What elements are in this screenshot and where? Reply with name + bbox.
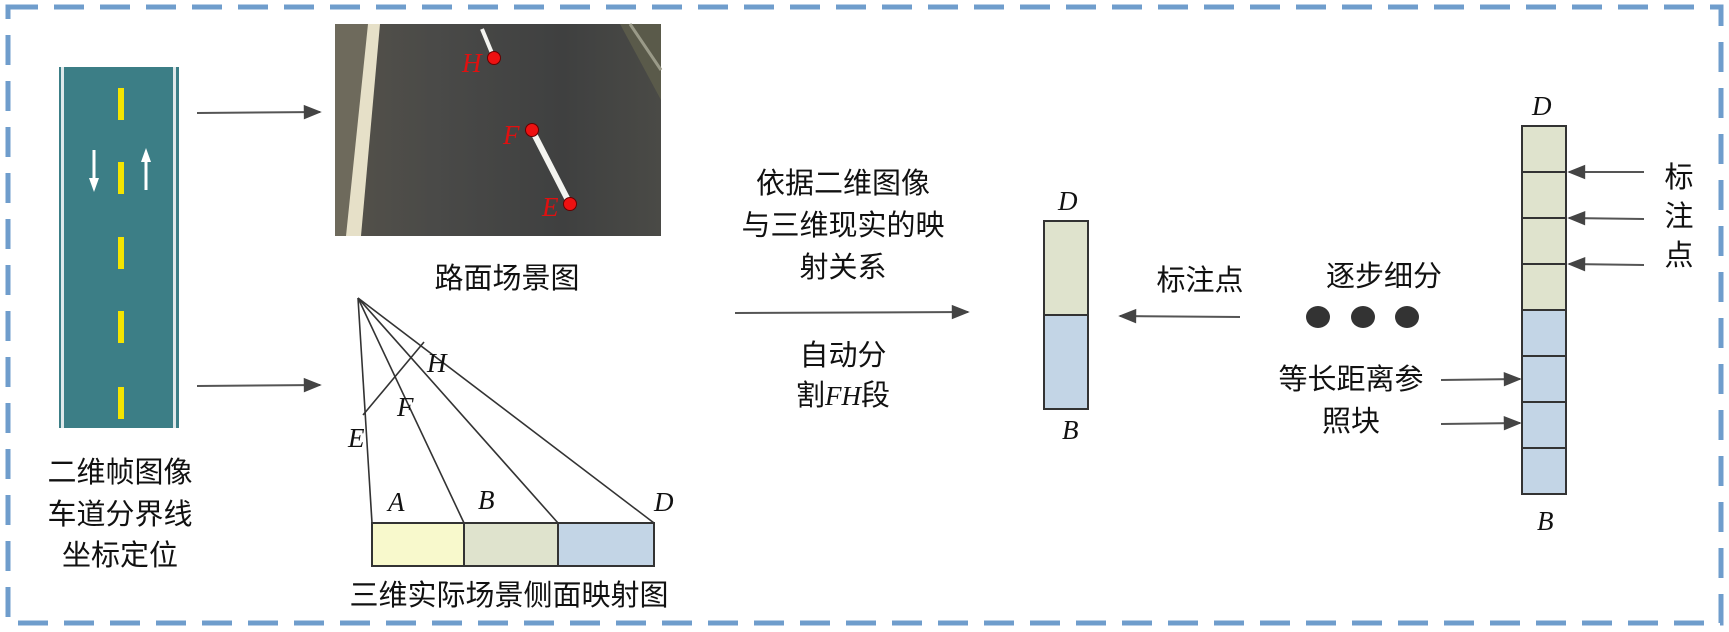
tall-bar-segment [1521,355,1567,403]
reference-block-label-1: 等长距离参 [1278,362,1423,396]
left-caption-line-1: 二维帧图像 [47,455,192,489]
tall-bar-d-label: D [1531,91,1552,121]
arrow-to-road-photo [196,104,322,120]
mapping-text-line-3: 射关系 [799,250,886,284]
side-label-d: D [653,487,674,517]
tall-bar-b-label: B [1537,506,1554,536]
tall-bar-segment [1521,125,1567,173]
road-photo-caption: 路面场景图 [434,261,579,295]
small-bar-lower [1043,314,1089,410]
side-label-b: B [478,485,495,515]
reference-arrow-2 [1440,416,1522,431]
side-label-a: A [386,487,405,517]
side-label-e: E [347,423,365,453]
reference-arrow-1 [1440,372,1522,387]
auto-split-line-2: 割FH段 [796,378,890,412]
mapping-arrow [734,304,970,320]
tall-bar-segment [1521,171,1567,219]
mapping-text-line-1: 依据二维图像 [756,166,930,200]
arrow-to-side-map [196,377,322,393]
auto-split-prefix: 割 [796,378,825,412]
right-label-char-3: 点 [1664,238,1693,272]
tall-bar-segment [1521,217,1567,265]
tall-bar-segment [1521,263,1567,311]
tall-bar-segment [1521,401,1567,449]
mapping-text-line-2: 与三维现实的映 [741,208,944,242]
marker-arrow-3 [1567,257,1645,272]
marker-arrow-2 [1567,211,1645,226]
block-d [557,522,655,567]
auto-split-line-1: 自动分 [799,338,886,372]
annotation-point-label: 标注点 [1156,263,1243,297]
small-bar-b-label: B [1062,415,1079,445]
reference-block-label-2: 照块 [1322,404,1380,438]
side-label-h: H [426,348,448,378]
side-map-fan-lines [357,297,655,524]
block-b [463,522,559,567]
left-caption-line-3: 坐标定位 [62,538,178,572]
lane-strip-image [59,67,179,428]
auto-split-fh: FH [824,381,862,411]
dashed-frame [5,4,1724,626]
small-bar-d-label: D [1057,186,1078,216]
tall-bar-segment [1521,447,1567,495]
ellipsis-dots [1306,306,1419,328]
left-caption-line-2: 车道分界线 [47,497,192,531]
side-label-f: F [396,392,414,422]
road-point-h-label: H [461,48,483,78]
road-scene-photo [335,23,663,236]
right-label-char-1: 标 [1664,160,1693,194]
road-point-f-label: F [502,120,520,150]
small-bar-upper [1043,220,1089,316]
tall-bar [1521,125,1567,495]
up-arrow-icon [141,148,151,190]
down-arrow-icon [89,150,99,192]
tall-bar-segment [1521,309,1567,357]
right-label-char-2: 注 [1664,199,1693,233]
block-a [371,522,465,567]
annotation-arrow [1118,308,1241,324]
subdivide-label: 逐步细分 [1326,259,1442,293]
side-map-caption: 三维实际场景侧面映射图 [349,578,668,612]
auto-split-suffix: 段 [861,378,890,412]
road-point-e-label: E [541,192,559,222]
